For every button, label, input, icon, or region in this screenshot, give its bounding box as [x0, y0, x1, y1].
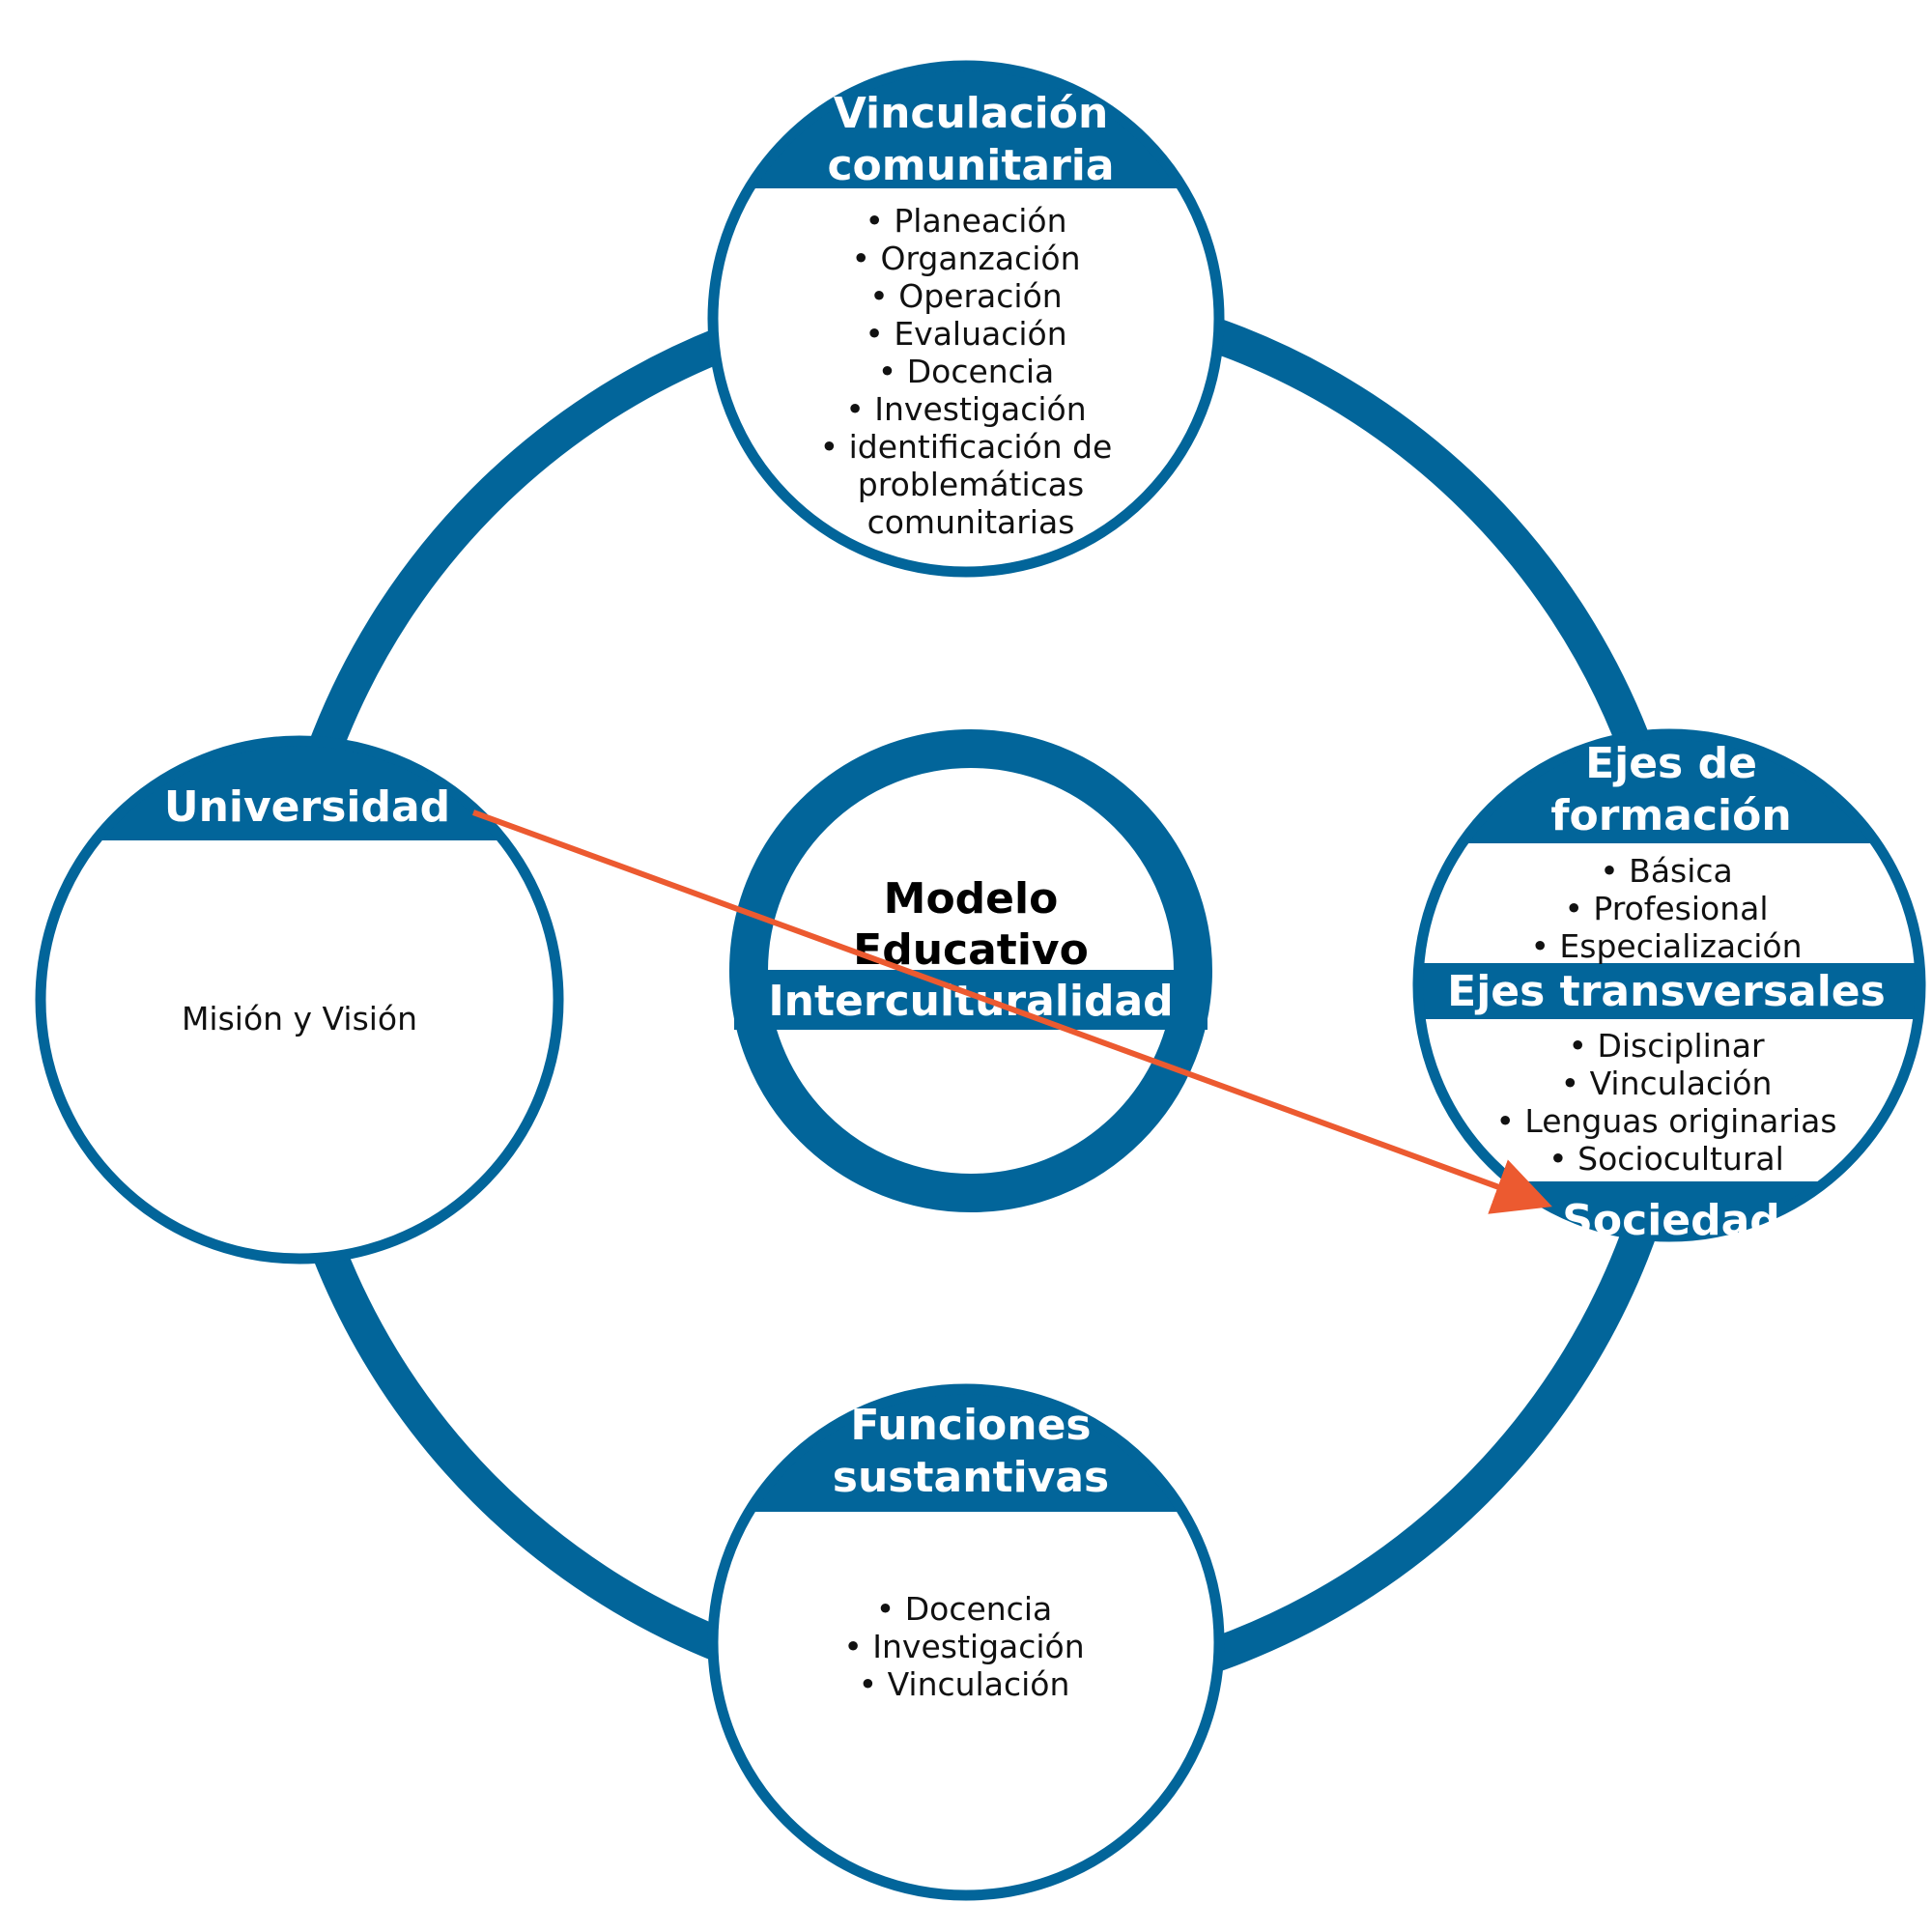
- connector-arrow: [471, 810, 1552, 1214]
- list-item: problemáticas: [858, 466, 1084, 503]
- list-item: • Vinculación: [1561, 1065, 1773, 1102]
- list-item: • Evaluación: [865, 315, 1066, 353]
- list-item: • Vinculación: [859, 1665, 1070, 1703]
- node-footer-label: Sociedad: [1562, 1196, 1780, 1245]
- node-universidad: Universidad Misión y Visión: [35, 735, 564, 1264]
- list-item: • Lenguas originarias: [1495, 1102, 1836, 1140]
- list-item: • Sociocultural: [1548, 1140, 1784, 1178]
- center-band-label: Interculturalidad: [768, 977, 1173, 1026]
- node-title-line: sustantivas: [833, 1453, 1109, 1502]
- node-funciones-sustantivas: Funciones sustantivas • Docencia • Inves…: [707, 1383, 1225, 1901]
- center-title-line: Modelo: [884, 874, 1059, 923]
- list-item: • Básica: [1600, 852, 1733, 890]
- list-item: • Disciplinar: [1568, 1027, 1764, 1065]
- list-item: • Docencia: [876, 1590, 1052, 1628]
- list-item: • Investigación: [845, 390, 1086, 428]
- list-item: • Planeación: [865, 202, 1066, 240]
- list-item: • identificación de: [820, 428, 1113, 466]
- node-body-text: Misión y Visión: [182, 1000, 417, 1037]
- list-item: • Profesional: [1564, 890, 1768, 927]
- node-title-line: Funciones: [850, 1401, 1091, 1450]
- node-modelo-educativo: Modelo Educativo Interculturalidad: [729, 729, 1212, 1212]
- node-title: Universidad: [164, 782, 450, 832]
- node-title-line: Vinculación: [834, 89, 1109, 138]
- node-band-label: Ejes transversales: [1447, 967, 1886, 1016]
- center-band: [734, 970, 1208, 1030]
- list-item: • Operación: [869, 277, 1062, 315]
- center-title-line: Educativo: [853, 925, 1089, 975]
- list-item: • Docencia: [878, 353, 1054, 390]
- list-item: • Especialización: [1530, 927, 1802, 965]
- node-middle-band: [1418, 963, 1920, 1019]
- list-item: • Investigación: [843, 1628, 1084, 1665]
- list-item: comunitarias: [867, 503, 1075, 541]
- node-title-line: Ejes de: [1585, 739, 1757, 788]
- node-title-line: formación: [1550, 791, 1791, 840]
- node-title-line: comunitaria: [827, 141, 1114, 190]
- node-vinculacion-comunitaria: Vinculación comunitaria • Planeación • O…: [707, 60, 1225, 578]
- list-item: • Organzación: [852, 240, 1081, 277]
- node-ejes: Ejes de formación • Básica • Profesional…: [1412, 728, 1926, 1245]
